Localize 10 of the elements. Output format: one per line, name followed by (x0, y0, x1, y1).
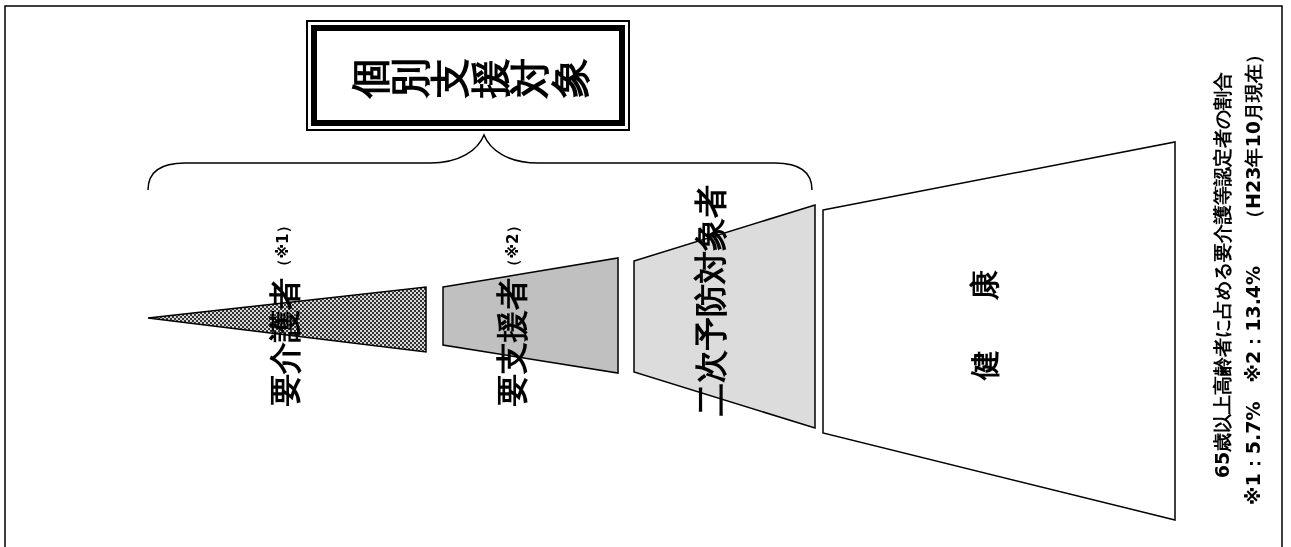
note-text: ※1：5.7% ※2：13.4% （H23年10月現在） (1243, 45, 1263, 505)
segment-label: 要支援者 (496, 278, 528, 406)
footnote-mark: （※2） (505, 218, 521, 274)
note-text: 65歳以上高齢者に占める要介護等認定者の割合 (1212, 71, 1232, 479)
segment-label: 健 康 (970, 269, 1000, 381)
box-title: 個別支援対象 (350, 58, 590, 98)
footnote-mark: （※1） (275, 218, 291, 274)
title-box (306, 20, 630, 131)
segment-label: 要介護者 (269, 278, 301, 406)
segment-label: 二次予防対象者 (693, 184, 727, 416)
